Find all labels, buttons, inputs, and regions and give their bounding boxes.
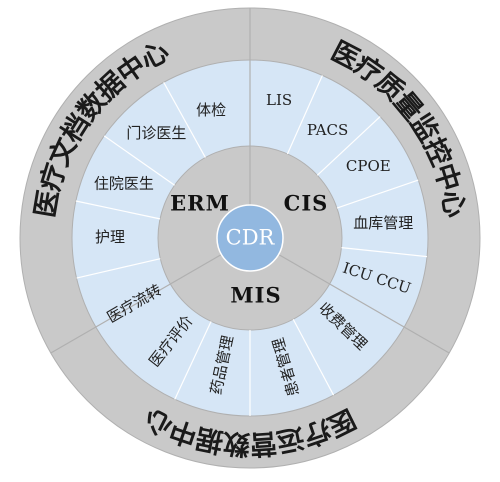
- item-divider-line: [341, 247, 428, 258]
- item-divider-line: [174, 321, 212, 400]
- item-label-xueku: 血库管理: [353, 214, 413, 232]
- item-label-lis: LIS: [266, 91, 292, 109]
- inner-label-erm: ERM: [170, 191, 230, 216]
- item-label-huli: 护理: [95, 228, 125, 246]
- section-divider-line: [278, 253, 450, 354]
- item-divider-line: [336, 179, 419, 209]
- item-label-menzhen: 门诊医生: [126, 124, 186, 142]
- center-label-cdr: CDR: [226, 226, 276, 250]
- item-divider-line: [286, 75, 323, 155]
- item-label-zhuyuan: 住院医生: [94, 174, 154, 192]
- item-divider-line: [75, 200, 161, 220]
- item-label-cpoe: CPOE: [346, 157, 391, 175]
- item-divider-line: [76, 258, 161, 279]
- item-label-pacs: PACS: [307, 121, 348, 139]
- item-divider-line: [163, 82, 206, 158]
- inner-label-mis: MIS: [230, 283, 281, 308]
- section-divider-line: [50, 253, 222, 354]
- inner-label-cis: CIS: [284, 191, 329, 216]
- item-divider-line: [103, 135, 175, 186]
- item-divider-line: [316, 116, 381, 176]
- cdr-core-circle: [216, 204, 284, 272]
- item-label-tijian: 体检: [196, 101, 226, 119]
- item-divider-line: [292, 318, 335, 396]
